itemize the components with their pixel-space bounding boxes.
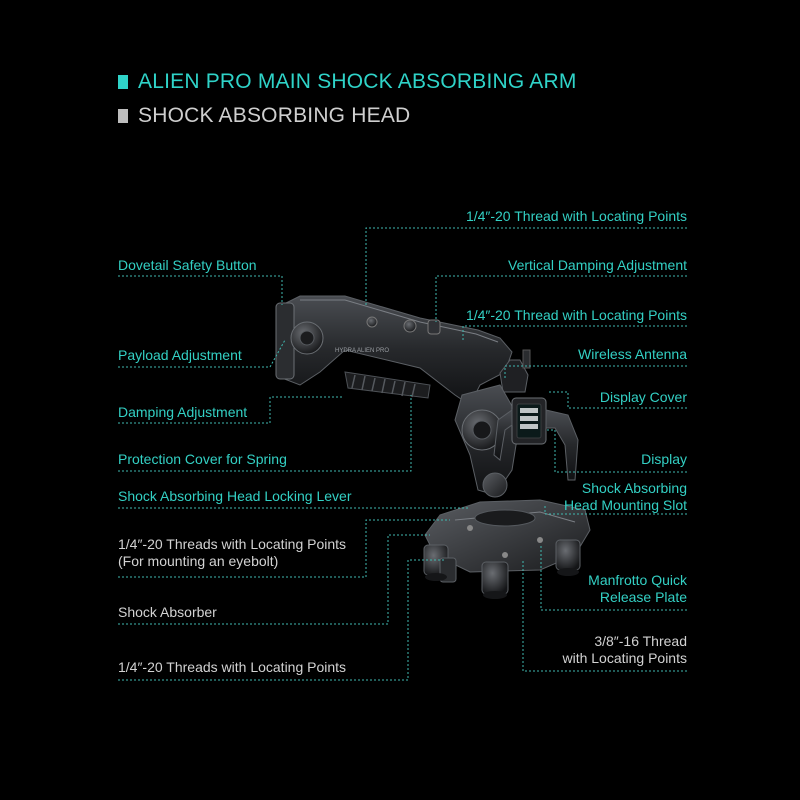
label-display: Display (641, 451, 687, 467)
leader-display-cover (548, 391, 687, 409)
label-wireless-antenna: Wireless Antenna (578, 346, 687, 362)
label-shock-absorber: Shock Absorber (118, 604, 217, 620)
leader-protection (118, 395, 412, 472)
leader-thread-38 (522, 560, 687, 672)
shock-absorber-base (423, 499, 591, 599)
leader-lines (118, 227, 687, 681)
leader-head-slot (544, 505, 687, 515)
label-thread-38-line1: 3/8″-16 Thread (594, 633, 687, 649)
leader-eyebolt (118, 519, 450, 578)
leader-shock-absorber (118, 534, 430, 625)
leader-payload (118, 339, 286, 368)
shock-head-heading: SHOCK ABSORBING HEAD (118, 104, 410, 128)
label-payload-adjustment: Payload Adjustment (118, 347, 242, 363)
spring-cover (344, 371, 431, 399)
display-module (493, 397, 579, 481)
label-dovetail-safety-button: Dovetail Safety Button (118, 257, 257, 273)
heading-marker (118, 109, 128, 123)
leader-thread-top (365, 227, 687, 305)
label-thread-38-line2: with Locating Points (562, 650, 687, 666)
label-head-mounting-slot: Shock Absorbing Head Mounting Slot (564, 480, 687, 514)
main-arm-heading: ALIEN PRO MAIN SHOCK ABSORBING ARM (118, 70, 577, 94)
leader-threads-bottom (118, 559, 446, 681)
label-protection-cover: Protection Cover for Spring (118, 451, 287, 467)
label-vertical-damping: Vertical Damping Adjustment (508, 257, 687, 273)
label-manfrotto-line2: Release Plate (599, 589, 687, 605)
leader-display (546, 429, 687, 473)
label-head-slot-line1: Shock Absorbing (581, 480, 687, 496)
label-display-cover: Display Cover (599, 389, 687, 405)
label-thread-mid: 1/4″-20 Thread with Locating Points (465, 307, 687, 323)
label-threads-eyebolt-line2: (For mounting an eyebolt) (118, 553, 279, 569)
leader-dovetail (118, 275, 283, 305)
label-locking-lever: Shock Absorbing Head Locking Lever (118, 488, 352, 504)
label-damping-adjustment: Damping Adjustment (118, 404, 248, 420)
leader-wireless (504, 365, 687, 378)
shock-head-heading-text: SHOCK ABSORBING HEAD (138, 104, 411, 127)
leader-thread-mid (462, 325, 687, 342)
label-thread-38: 3/8″-16 Thread with Locating Points (562, 633, 687, 667)
label-thread-top: 1/4″-20 Thread with Locating Points (465, 208, 687, 224)
main-arm: HYDRA ALIEN PRO (275, 295, 531, 406)
label-threads-eyebolt-line1: 1/4″-20 Threads with Locating Points (118, 536, 347, 552)
leader-damping (118, 396, 343, 424)
heading-marker (118, 75, 128, 89)
leader-manfrotto (540, 545, 687, 611)
label-head-slot-line2: Head Mounting Slot (564, 497, 687, 513)
main-arm-heading-text: ALIEN PRO MAIN SHOCK ABSORBING ARM (138, 70, 577, 93)
elbow-joint (454, 384, 521, 498)
product-marking: HYDRA ALIEN PRO (335, 348, 389, 354)
label-manfrotto-plate: Manfrotto Quick Release Plate (588, 572, 687, 606)
label-threads-bottom: 1/4″-20 Threads with Locating Points (118, 659, 347, 675)
label-threads-eyebolt: 1/4″-20 Threads with Locating Points (Fo… (118, 536, 346, 570)
label-manfrotto-line1: Manfrotto Quick (588, 572, 687, 588)
leader-vertical-damping (435, 275, 687, 322)
